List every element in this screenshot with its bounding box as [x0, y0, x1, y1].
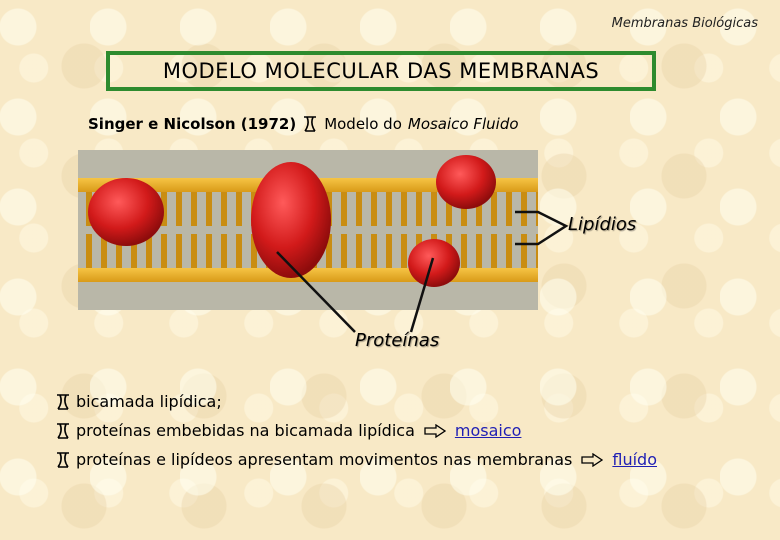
slide-title: MODELO MOLECULAR DAS MEMBRANAS: [162, 59, 600, 83]
lipid-tail: [206, 192, 212, 226]
link-mosaico[interactable]: mosaico: [454, 421, 522, 440]
lipid-tail: [176, 192, 182, 226]
membrane-diagram: [78, 150, 538, 310]
wingding-bullet-icon: [57, 451, 69, 468]
bullet-item: proteínas embebidas na bicamada lipídica…: [55, 421, 521, 440]
lipid-tail: [386, 234, 392, 268]
protein-peripheral-top-right: [436, 155, 496, 209]
bullet-text: proteínas embebidas na bicamada lipídica: [76, 421, 415, 440]
link-fluido[interactable]: fluído: [612, 450, 657, 469]
lipid-pointer-line: [515, 210, 569, 246]
lipid-tail: [521, 192, 527, 226]
lipid-tail: [236, 192, 242, 226]
lipid-tail: [146, 234, 152, 268]
hollow-right-arrow-icon: [424, 423, 446, 438]
lipid-tail: [536, 192, 538, 226]
wingding-bullet-icon: [304, 116, 317, 132]
lipid-tail: [356, 234, 362, 268]
slide-title-box: MODELO MOLECULAR DAS MEMBRANAS: [106, 51, 656, 91]
protein-peripheral-left: [88, 178, 164, 246]
lipid-tail: [251, 234, 257, 268]
lipid-tail: [431, 192, 437, 226]
lipid-tail: [131, 234, 137, 268]
lipid-tail: [491, 234, 497, 268]
lipid-tail: [521, 234, 527, 268]
lipid-tail: [221, 234, 227, 268]
lipid-tail: [356, 192, 362, 226]
lipid-tail: [446, 192, 452, 226]
lipid-tail: [371, 234, 377, 268]
lipid-tail: [401, 192, 407, 226]
bullet-item: proteínas e lipídeos apresentam moviment…: [55, 450, 657, 469]
lipid-tail: [221, 192, 227, 226]
lipid-tail: [491, 192, 497, 226]
wingding-bullet-icon: [57, 422, 69, 439]
lipid-tail: [191, 192, 197, 226]
lipid-tail: [536, 234, 538, 268]
lipid-tail: [206, 234, 212, 268]
lipid-tail: [371, 192, 377, 226]
subtitle-model-name: Mosaico Fluido: [407, 115, 519, 133]
subtitle-authors: Singer e Nicolson (1972): [88, 115, 297, 133]
lipid-tail: [416, 192, 422, 226]
lipid-tail: [341, 192, 347, 226]
lipid-tail: [461, 234, 467, 268]
lipid-tail: [476, 234, 482, 268]
lipid-tail: [116, 234, 122, 268]
lipid-tail: [506, 234, 512, 268]
label-lipids: Lipídios: [568, 214, 637, 235]
lipid-tail: [161, 192, 167, 226]
lipid-tail: [101, 234, 107, 268]
lipid-tail: [326, 234, 332, 268]
lipid-tail: [236, 234, 242, 268]
lipid-tail: [476, 192, 482, 226]
protein-peripheral-bottom-right: [408, 239, 460, 287]
bullet-text: proteínas e lipídeos apresentam moviment…: [76, 450, 573, 469]
lipid-tail: [386, 192, 392, 226]
lipid-tail: [176, 234, 182, 268]
label-proteins: Proteínas: [355, 330, 440, 351]
page-header-title: Membranas Biológicas: [611, 16, 758, 31]
bullet-item: bicamada lipídica;: [55, 392, 222, 411]
protein-pointer-line-b: [409, 257, 435, 333]
lipid-tail: [191, 234, 197, 268]
subtitle-model-prefix: Modelo do: [324, 115, 402, 133]
lipid-tail: [461, 192, 467, 226]
protein-pointer-line-a: [276, 251, 356, 333]
lipid-tail: [401, 234, 407, 268]
wingding-bullet-icon: [57, 393, 69, 410]
lipid-tail: [86, 234, 92, 268]
hollow-right-arrow-icon: [581, 452, 604, 467]
lipid-tail: [341, 234, 347, 268]
bullet-text: bicamada lipídica;: [76, 392, 222, 411]
protein-integral-center: [251, 162, 331, 278]
subtitle-line: Singer e Nicolson (1972) Modelo do Mosai…: [88, 115, 519, 133]
lipid-tail: [161, 234, 167, 268]
lipid-tail: [506, 192, 512, 226]
